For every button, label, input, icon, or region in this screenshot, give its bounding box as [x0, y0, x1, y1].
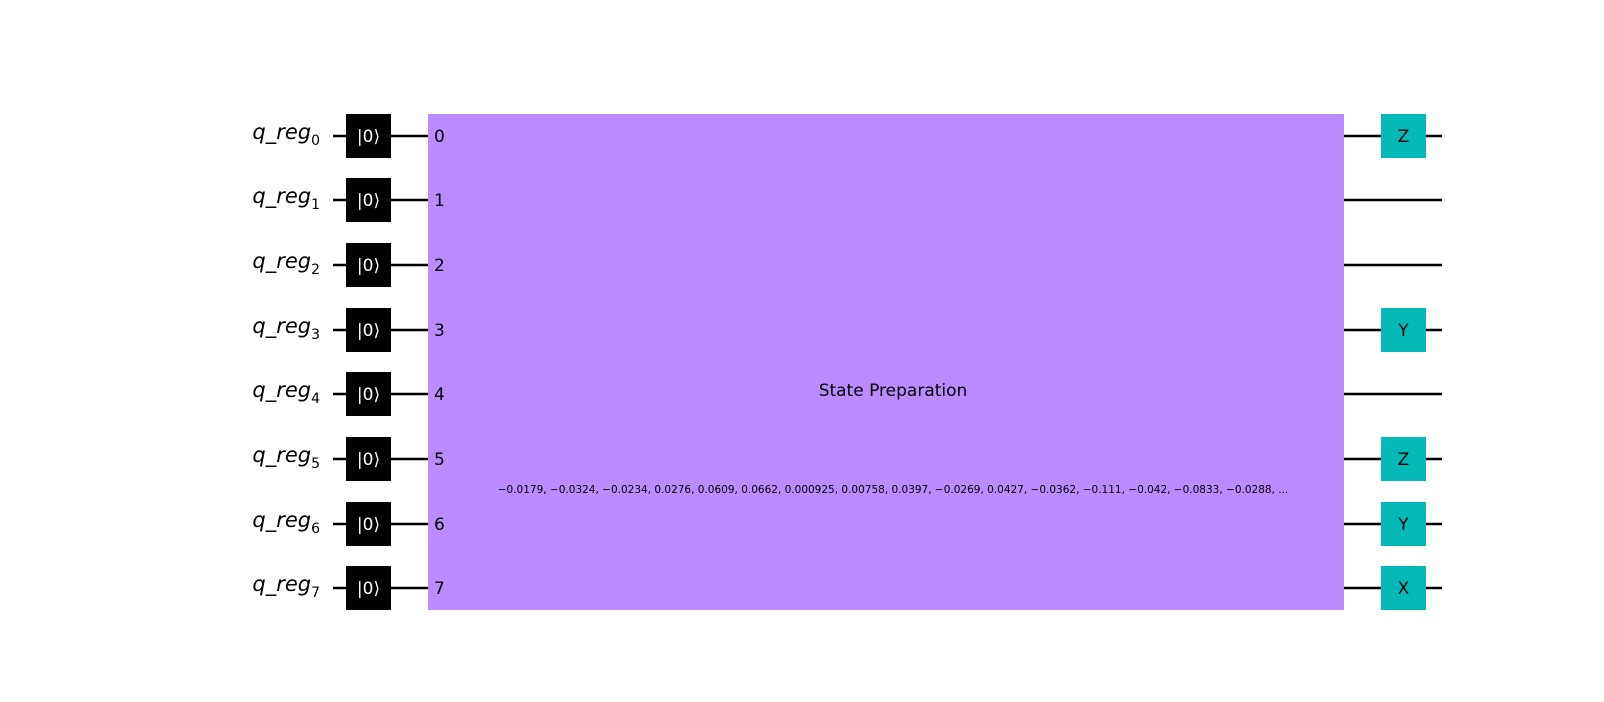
reset-gate-label: |0⟩ — [357, 127, 380, 147]
reset-gate-box — [346, 243, 391, 287]
qubit-label: q_reg5 — [252, 443, 320, 472]
qubit-label: q_reg6 — [252, 508, 320, 537]
qubit-index: 3 — [311, 327, 320, 343]
reset-gate-label: |0⟩ — [357, 385, 380, 405]
qubit-index: 4 — [311, 391, 320, 407]
state-preparation-port-label: 6 — [434, 515, 445, 535]
pauli-gate-box — [1381, 437, 1426, 481]
qubit-label: q_reg0 — [252, 120, 320, 149]
qubit-register-name: q_reg — [252, 508, 311, 533]
pauli-gate-box — [1381, 566, 1426, 610]
reset-gate-label: |0⟩ — [357, 515, 380, 535]
state-preparation-port-label: 4 — [434, 385, 445, 405]
qubit-register-name: q_reg — [252, 249, 311, 274]
qubit-index: 7 — [311, 585, 320, 601]
reset-gate-box — [346, 178, 391, 222]
reset-gate-box — [346, 372, 391, 416]
pauli-gates-layer: Z Y Z Y X — [1381, 114, 1426, 610]
qubit-register-name: q_reg — [252, 120, 311, 145]
state-preparation-port-label: 7 — [434, 579, 445, 599]
state-preparation-port-label: 1 — [434, 191, 445, 211]
reset-gate-box — [346, 502, 391, 546]
state-preparation-port-label: 2 — [434, 256, 445, 276]
qubit-register-name: q_reg — [252, 314, 311, 339]
reset-gate-box — [346, 308, 391, 352]
qubit-register-name: q_reg — [252, 443, 311, 468]
state-preparation-port-label: 0 — [434, 127, 445, 147]
state-preparation-params: −0.0179, −0.0324, −0.0234, 0.0276, 0.060… — [498, 484, 1289, 496]
pauli-gate-box — [1381, 502, 1426, 546]
reset-gate-box — [346, 437, 391, 481]
qubit-index: 1 — [311, 197, 320, 213]
qubit-index: 0 — [311, 133, 320, 149]
reset-gate-label: |0⟩ — [357, 191, 380, 211]
reset-gate-box — [346, 566, 391, 610]
reset-gate-label: |0⟩ — [357, 450, 380, 470]
pauli-gate-label: Y — [1397, 515, 1409, 535]
qubit-register-name: q_reg — [252, 184, 311, 209]
reset-gate-label: |0⟩ — [357, 579, 380, 599]
pauli-gate-label: X — [1398, 579, 1410, 599]
state-preparation-gate: 0 1 2 3 4 5 6 7 State Preparation −0.0179, −0.0… — [428, 114, 1344, 610]
qubit-label: q_reg1 — [252, 184, 320, 213]
qubit-labels-layer: q_reg0q_reg1q_reg2q_reg3q_reg4q_reg5q_re… — [252, 120, 320, 601]
reset-gate-label: |0⟩ — [357, 321, 380, 341]
state-preparation-box — [428, 114, 1344, 610]
pauli-gate-label: Z — [1398, 127, 1410, 147]
init-gates-layer: |0⟩ |0⟩ |0⟩ |0⟩ |0⟩ |0⟩ |0⟩ |0⟩ — [346, 114, 391, 610]
qubit-register-name: q_reg — [252, 378, 311, 403]
reset-gate-box — [346, 114, 391, 158]
qubit-label: q_reg7 — [252, 572, 320, 601]
reset-gate-label: |0⟩ — [357, 256, 380, 276]
pauli-gate-label: Y — [1397, 321, 1409, 341]
pauli-gate-label: Z — [1398, 450, 1410, 470]
qubit-label: q_reg3 — [252, 314, 320, 343]
qubit-label: q_reg2 — [252, 249, 320, 278]
qubit-label: q_reg4 — [252, 378, 320, 407]
state-preparation-port-label: 5 — [434, 450, 445, 470]
pauli-gate-box — [1381, 308, 1426, 352]
state-preparation-title: State Preparation — [819, 381, 968, 401]
qubit-index: 5 — [311, 456, 320, 472]
qubit-index: 2 — [311, 262, 320, 278]
qubit-register-name: q_reg — [252, 572, 311, 597]
state-preparation-port-label: 3 — [434, 321, 445, 341]
state-preparation-ports: 0 1 2 3 4 5 6 7 — [434, 127, 445, 599]
qubit-index: 6 — [311, 521, 320, 537]
pauli-gate-box — [1381, 114, 1426, 158]
